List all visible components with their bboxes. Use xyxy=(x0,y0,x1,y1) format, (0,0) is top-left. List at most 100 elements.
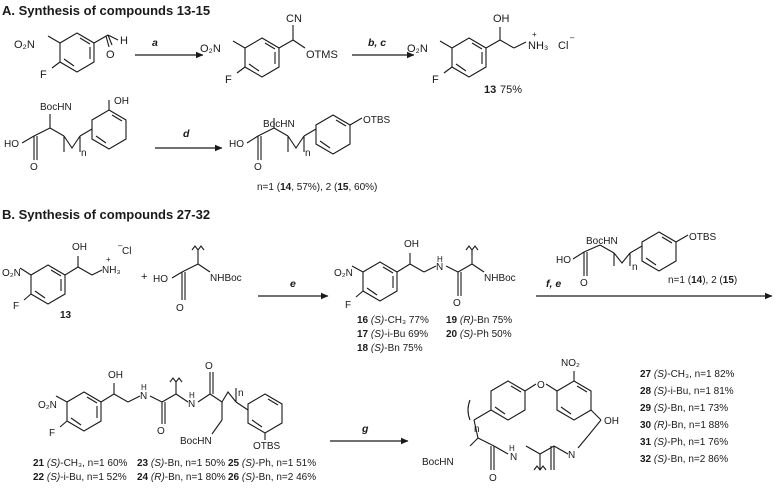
otbs-label-b5: OTBS xyxy=(253,441,281,452)
compound-13-label-b: 13 xyxy=(60,310,72,321)
list-21-26: 21 (S)-CH₃, n=1 60% 22 (S)-i-Bu, n=1 52%… xyxy=(33,458,316,483)
no2-label-macro: NO₂ xyxy=(561,358,580,369)
list-item-32: 32 (S)-Bn, n=2 86% xyxy=(640,454,728,465)
n-label-2: n xyxy=(305,148,311,159)
f-label-b5: F xyxy=(49,428,55,439)
benzene-ring xyxy=(59,32,95,73)
ether-o: O xyxy=(537,380,545,391)
list-item-25: 25 (S)-Ph, n=1 51% xyxy=(228,458,316,469)
list-item-16: 16 (S)-CH₃ 77% xyxy=(357,315,429,326)
boc-amino-acid: HO O NHBoc xyxy=(153,245,242,314)
cl-label-b1: Cl xyxy=(122,246,131,257)
o-label-3: O xyxy=(254,162,262,173)
list-item-23: 23 (S)-Bn, n=1 50% xyxy=(137,458,225,469)
o-label-b5a: O xyxy=(157,426,165,437)
reagent-fe: f, e xyxy=(546,278,561,290)
n-label-b4: n xyxy=(632,262,638,273)
benzene-ring-b5 xyxy=(66,391,102,432)
plus-sign: + xyxy=(141,271,147,283)
sm-13: OH NH₃ + Cl – O₂N F 13 xyxy=(2,241,131,321)
list-27-32: 27 (S)-CH₃, n=1 82% 28 (S)-i-Bu, n=1 81%… xyxy=(640,369,735,465)
list-item-26: 26 (S)-Bn, n=2 46% xyxy=(228,472,316,483)
oh-label-b3: OH xyxy=(404,239,419,250)
benzene-ring-b1 xyxy=(30,264,66,305)
aryl-ring xyxy=(315,114,351,155)
no2-label-2: O₂N xyxy=(200,43,221,55)
bochn-label-2: BocHN xyxy=(263,119,295,130)
f-label: F xyxy=(40,69,47,81)
o-label-b5b: O xyxy=(205,361,213,372)
oh-label-2: OH xyxy=(114,96,129,107)
list-item-31: 31 (S)-Ph, n=1 76% xyxy=(640,437,728,448)
product-13: OH NH₃ + Cl – O₂N F 13 75% xyxy=(407,13,575,96)
compound-13-yield: 75% xyxy=(500,84,522,96)
plus-label: + xyxy=(532,30,537,39)
o-label-b2: O xyxy=(176,303,184,314)
list-item-29: 29 (S)-Bn, n=1 73% xyxy=(640,403,728,414)
reagent-condition: n=1 (14), 2 (15) xyxy=(668,275,737,286)
reagent-a: a xyxy=(152,37,158,49)
minus-label-b1: – xyxy=(118,241,123,250)
nh3-label-b1: NH₃ xyxy=(102,265,121,276)
list-item-20: 20 (S)-Ph 50% xyxy=(446,329,512,340)
otbs-label: OTBS xyxy=(363,115,391,126)
bochn-label-b4: BocHN xyxy=(586,236,618,247)
macro-ring-right xyxy=(556,380,592,421)
h-label-macro: H xyxy=(509,444,515,453)
oh-label-b1: OH xyxy=(72,242,87,253)
section-b-title: B. Synthesis of compounds 27-32 xyxy=(2,207,210,222)
nh3-label: NH₃ xyxy=(528,40,548,52)
ho-label-b4: HO xyxy=(556,255,571,266)
reagent-d: d xyxy=(183,128,190,140)
list-item-22: 22 (S)-i-Bu, n=1 52% xyxy=(33,472,127,483)
cn-label: CN xyxy=(286,13,302,25)
boc-tyr-otbs: BocHN HO O n OTBS n=1 (14, 57%), 2 (15, … xyxy=(229,114,391,193)
minus-label: – xyxy=(570,33,575,42)
ho-label-2: HO xyxy=(229,139,244,150)
yields-line: n=1 (14, 57%), 2 (15, 60%) xyxy=(257,182,377,193)
list-item-18: 18 (S)-Bn 75% xyxy=(357,343,423,354)
no2-label-b3: O₂N xyxy=(334,268,353,279)
f-label-3: F xyxy=(432,74,439,86)
list-item-28: 28 (S)-i-Bu, n=1 81% xyxy=(640,386,734,397)
boc-tyr: BocHN HO O n OH xyxy=(4,96,129,173)
oh-label-macro: OH xyxy=(604,416,619,427)
reagent-g: g xyxy=(361,423,369,435)
aryl-ring-b5 xyxy=(247,393,283,434)
aryl-ring-b4 xyxy=(641,231,677,272)
list-item-17: 17 (S)-i-Bu 69% xyxy=(357,329,428,340)
ho-label: HO xyxy=(4,139,19,150)
sm-aldehyde: O₂N F H O xyxy=(14,32,128,81)
plus-label-b1: + xyxy=(106,255,111,264)
nhboc-label-b3: NHBoc xyxy=(484,273,516,284)
reagent-boc-tyr-otbs: BocHN HO O n OTBS n=1 (14), 2 (15) xyxy=(556,231,737,289)
no2-label-3: O₂N xyxy=(407,43,428,55)
n-label-b3: N xyxy=(436,262,443,273)
otbs-label-b4: OTBS xyxy=(689,232,717,243)
phenol-ring xyxy=(91,109,127,150)
nhboc-label: NHBoc xyxy=(210,273,242,284)
benzene-ring-2 xyxy=(244,37,280,78)
int-cyanohydrin: CN OTMS O₂N F xyxy=(200,13,338,86)
benzene-ring-b3 xyxy=(362,261,398,302)
reagent-bc: b, c xyxy=(368,37,386,49)
reagent-e: e xyxy=(290,278,296,290)
h-label-b5b: H xyxy=(189,391,195,400)
list-item-19: 19 (R)-Bn 75% xyxy=(446,315,512,326)
n-label-b5a: N xyxy=(140,391,147,402)
product-16-20: OH H N O NHBoc O₂N F xyxy=(334,239,516,311)
o-label-b3: O xyxy=(453,298,461,309)
o-label-macro: O xyxy=(489,473,497,484)
list-item-24: 24 (R)-Bn, n=1 80% xyxy=(137,472,226,483)
f-label-2: F xyxy=(225,74,232,86)
macrocycle-product: O NO₂ OH N H N O BocHN n xyxy=(422,358,619,484)
compound-13-label: 13 xyxy=(484,84,496,96)
section-a-title: A. Synthesis of compounds 13-15 xyxy=(2,3,210,18)
h-label-b3: H xyxy=(437,255,443,264)
list-item-30: 30 (R)-Bn, n=1 88% xyxy=(640,420,729,431)
macro-ring-left xyxy=(490,380,526,421)
bochn-label-b5: BocHN xyxy=(180,436,212,447)
o-label-2: O xyxy=(30,162,38,173)
oh-label-b5: OH xyxy=(108,370,123,381)
h-label-b5a: H xyxy=(141,383,147,392)
